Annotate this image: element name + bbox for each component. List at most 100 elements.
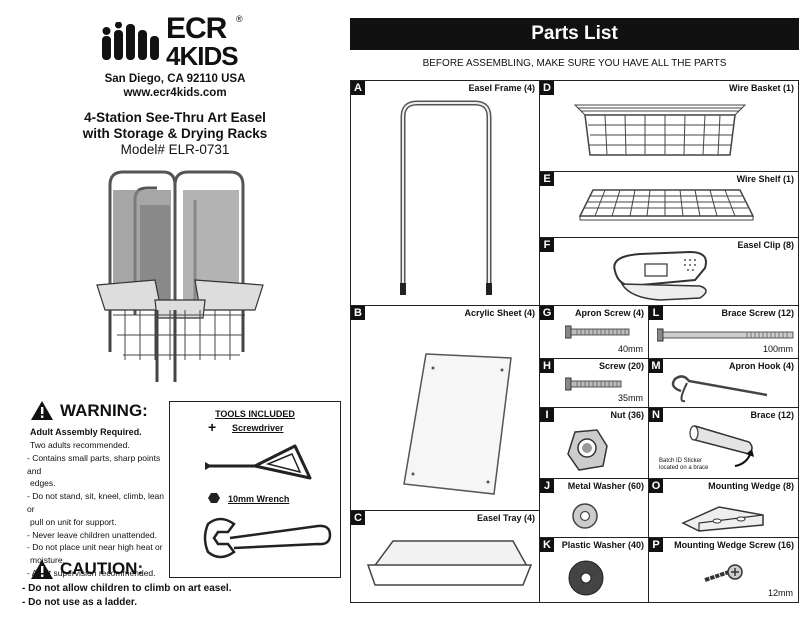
wrench-icon [203,517,332,559]
part-name: Wire Basket (1) [729,83,794,93]
warning-line: moisture. [30,555,65,566]
part-e-wire-shelf: E Wire Shelf (1) [539,171,799,238]
part-letter: B [351,306,365,320]
part-letter: P [649,538,663,552]
product-model: Model# ELR-0731 [120,142,230,157]
part-f-easel-clip: F Easel Clip (8) [539,237,799,306]
part-name: Wire Shelf (1) [736,174,794,184]
part-size: 100mm [762,344,793,354]
easel-frame-illustration [400,100,492,295]
plus-icon: + [208,419,217,435]
product-title-line1: 4-Station See-Thru Art Easel [84,110,266,125]
part-name: Brace Screw (12) [721,308,794,318]
part-letter: D [540,81,554,95]
part-letter: O [649,479,663,493]
part-n-brace: N Brace (12) Batch ID Sticker located on… [648,407,799,479]
part-name: Plastic Washer (40) [561,540,644,550]
part-size: 12mm [767,588,793,598]
warning-line: pull on unit for support. [30,516,117,527]
part-size: 35mm [617,393,643,403]
warning-list: Two adults recommended. - Contains small… [27,439,170,580]
part-name: Mounting Wedge Screw (16) [674,540,794,550]
brand-name-line2: 4KIDS [166,41,239,71]
caution-line: - Do not use as a ladder. [22,597,138,608]
part-letter: H [540,359,554,373]
easel-clip-illustration [613,250,707,301]
warning-subtitle: Adult Assembly Required. [30,427,142,437]
warning-triangle-icon [31,401,53,420]
warning-line: edges. [30,478,56,489]
mounting-wedge-screw-illustration [704,564,743,583]
part-letter: C [351,511,365,525]
brand-website: www.ecr4kids.com [123,87,227,99]
part-h-screw: H Screw (20) 35mm [539,358,649,408]
part-d-wire-basket: D Wire Basket (1) [539,80,799,172]
part-c-easel-tray: C Easel Tray (4) [350,510,540,603]
brand-logo: ECR ® 4KIDS [100,14,260,74]
easel-tray-illustration [366,540,533,586]
part-letter: E [540,172,554,186]
part-name: Metal Washer (60) [567,481,644,491]
part-name: Mounting Wedge (8) [708,481,794,491]
mounting-wedge-illustration [681,506,764,532]
part-letter: F [540,238,554,252]
part-k-plastic-washer: K Plastic Washer (40) [539,537,649,603]
part-name: Easel Tray (4) [476,513,535,523]
brace-sticker-note: located on a brace [659,465,709,471]
brand-name: ECR [166,12,227,45]
metal-washer-illustration [572,503,598,529]
part-letter: L [649,306,663,320]
part-name: Easel Clip (8) [737,240,794,250]
plastic-washer-illustration [568,560,604,596]
warning-line: Two adults recommended. [30,440,130,450]
parts-subheader: BEFORE ASSEMBLING, MAKE SURE YOU HAVE AL… [422,58,727,69]
part-m-apron-hook: M Apron Hook (4) [648,358,799,408]
part-size: 40mm [617,344,643,354]
part-name: Acrylic Sheet (4) [464,308,535,318]
hex-nut-icon [208,493,220,503]
parts-header-title: Parts List [531,23,618,44]
caution-title: CAUTION: [60,559,144,578]
wire-shelf-illustration [578,189,755,221]
tool-wrench-label: 10mm Wrench [228,494,290,504]
part-l-brace-screw: L Brace Screw (12) 100mm [648,305,799,359]
tool-screwdriver-label: Screwdriver [232,423,284,433]
nut-illustration [567,429,608,471]
acrylic-sheet-illustration [403,353,512,495]
part-p-mounting-wedge-screw: P Mounting Wedge Screw (16) 12mm [648,537,799,603]
caution-triangle-icon [31,560,53,579]
warning-title: WARNING: [60,401,148,420]
screw-illustration [565,377,622,391]
registered-mark: ® [236,14,243,24]
part-name: Screw (20) [598,361,644,371]
apron-screw-illustration [565,325,630,339]
part-j-metal-washer: J Metal Washer (60) [539,478,649,538]
wire-basket-illustration [573,104,747,156]
part-letter: A [351,81,365,95]
part-name: Apron Screw (4) [574,308,644,318]
screwdriver-icon [205,444,312,480]
part-letter: I [540,408,554,422]
part-letter: J [540,479,554,493]
parts-header: Parts List [350,18,799,50]
part-i-nut: I Nut (36) [539,407,649,479]
logo-mark-icon [102,22,159,60]
part-a-easel-frame: A Easel Frame (4) [350,80,540,306]
brace-sticker-note: Batch ID Sticker [659,458,703,464]
warning-line: - Do not stand, sit, kneel, climb, lean … [27,491,165,514]
part-letter: N [649,408,663,422]
product-title-line2: with Storage & Drying Racks [82,126,268,141]
warning-line: - Do not place unit near high heat or [27,542,163,553]
part-g-apron-screw: G Apron Screw (4) 40mm [539,305,649,359]
part-letter: G [540,306,554,320]
part-letter: K [540,538,554,552]
arrow-icon [734,449,754,467]
warning-line: - Contains small parts, sharp points and [27,452,161,476]
part-b-acrylic-sheet: B Acrylic Sheet (4) [350,305,540,511]
part-name: Apron Hook (4) [729,361,794,371]
part-name: Brace (12) [750,410,794,420]
caution-line: - Do not allow children to climb on art … [22,583,232,594]
tools-title: TOOLS INCLUDED [215,409,295,419]
warning-line: - Adult supervision recommended. [27,567,156,578]
brace-screw-illustration [657,328,794,342]
